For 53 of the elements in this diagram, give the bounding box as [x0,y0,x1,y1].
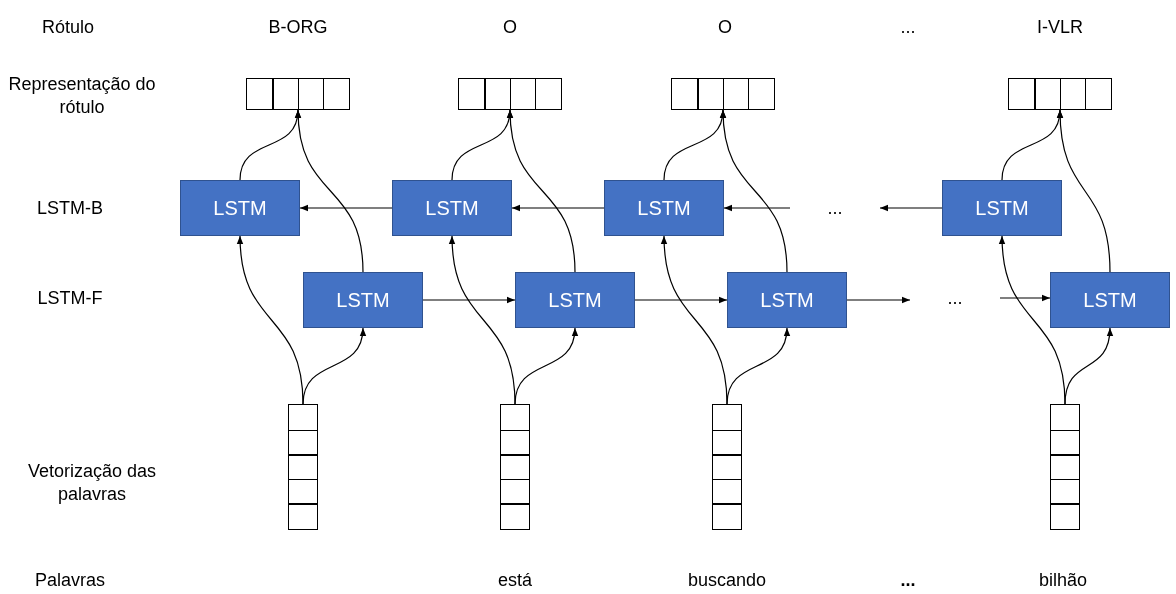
label-vector [671,78,775,110]
lstm-box: LSTM [515,272,635,328]
lstm-box: LSTM [180,180,300,236]
lstm-box: LSTM [303,272,423,328]
tag-label: O [718,15,732,39]
arrow [879,204,943,212]
arrow [237,235,304,405]
word-vector [500,404,530,530]
lstm-box: LSTM [392,180,512,236]
tag-label: O [503,15,517,39]
arrow [720,109,788,273]
arrow [846,296,911,304]
word-vector [288,404,318,530]
arrow [295,109,364,273]
arrow [299,204,393,212]
arrow [514,327,578,405]
row-label: Rótulo [42,15,94,39]
row-label: Representação do rótulo [7,72,157,118]
arrow [507,109,576,273]
row-label: LSTM-F [37,286,103,310]
row-label: LSTM-B [37,196,103,220]
tag-label: I-VLR [1037,15,1083,39]
lstm-box: LSTM [942,180,1062,236]
label-vector [246,78,350,110]
word-vector [712,404,742,530]
tag-label: B-ORG [268,15,328,39]
arrow [661,235,728,405]
ellipsis-text: ... [900,15,916,39]
lstm-box: LSTM [604,180,724,236]
arrow [726,327,790,405]
arrow [422,296,516,304]
lstm-box: LSTM [727,272,847,328]
arrow [634,296,728,304]
lstm-box: LSTM [1050,272,1170,328]
ellipsis-text: ... [900,568,916,592]
row-label: Palavras [35,568,105,592]
ellipsis-text: ... [790,190,880,226]
arrow [511,204,605,212]
arrow [999,294,1051,302]
arrow [1064,327,1113,405]
word-label: buscando [687,568,767,592]
label-vector [1008,78,1112,110]
ellipsis-text: ... [910,280,1000,316]
arrow [999,235,1066,405]
row-label: Vetorização das palavras [26,459,158,505]
arrow [302,327,366,405]
label-vector [458,78,562,110]
word-label: bilhão [1039,568,1087,592]
word-vector [1050,404,1080,530]
arrow [449,235,516,405]
word-label: está [498,568,532,592]
arrow [723,204,791,212]
arrow [1057,109,1111,273]
